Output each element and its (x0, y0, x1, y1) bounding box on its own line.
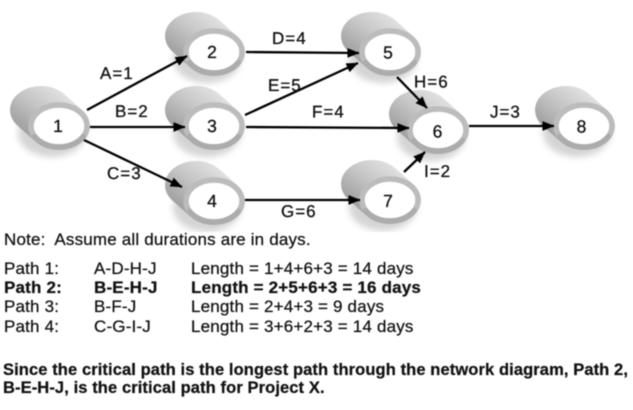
svg-text:C=3: C=3 (107, 164, 142, 183)
svg-text:A=1: A=1 (100, 64, 134, 83)
svg-text:8: 8 (577, 117, 587, 137)
svg-text:J=3: J=3 (490, 103, 521, 122)
svg-text:D=4: D=4 (272, 29, 307, 48)
svg-text:B=2: B=2 (115, 102, 149, 121)
svg-text:I=2: I=2 (424, 162, 451, 181)
svg-text:6: 6 (433, 122, 443, 142)
svg-text:1: 1 (53, 116, 63, 136)
svg-text:G=6: G=6 (281, 202, 317, 221)
svg-text:7: 7 (383, 191, 393, 211)
svg-text:E=5: E=5 (268, 76, 302, 95)
svg-text:3: 3 (207, 116, 217, 136)
svg-text:4: 4 (207, 191, 217, 211)
svg-text:2: 2 (207, 42, 217, 62)
svg-text:F=4: F=4 (312, 103, 345, 122)
svg-text:5: 5 (383, 43, 393, 63)
svg-text:H=6: H=6 (414, 73, 449, 92)
